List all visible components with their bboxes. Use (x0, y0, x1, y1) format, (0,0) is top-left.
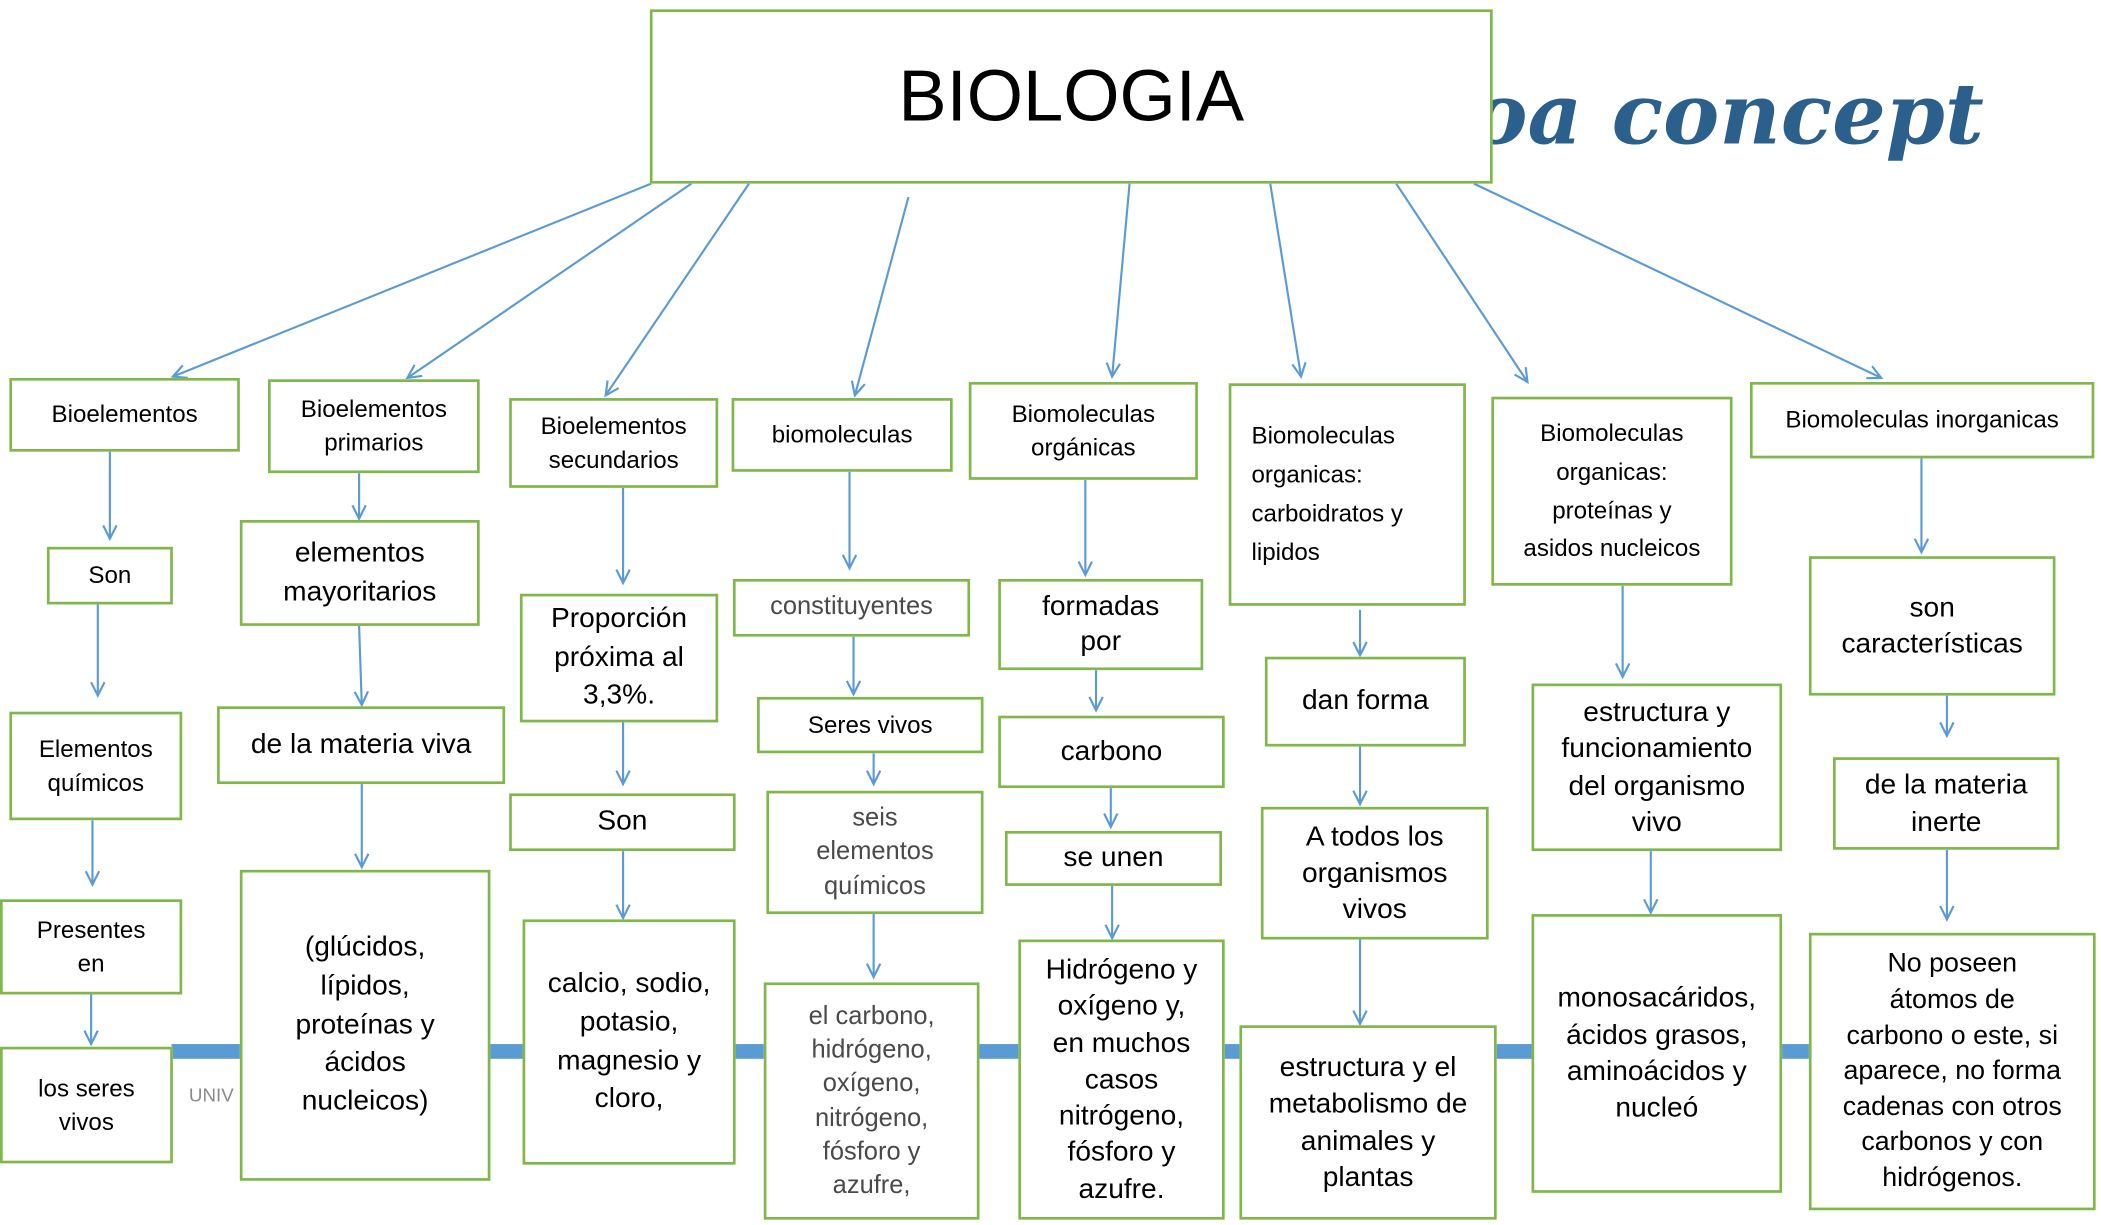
col5-step1: formadas por (998, 578, 1204, 671)
background-title-fragment: oa concept (1471, 64, 1984, 164)
col6-step2: A todos los organismos vivos (1260, 806, 1489, 940)
col1-header: Bioelementos (9, 377, 240, 452)
title-text: BIOLOGIA (898, 55, 1245, 137)
col2-step2: de la materia viva (217, 706, 506, 785)
col1-step2: Elementos químicos (9, 711, 183, 821)
connector-arrow-5 (1105, 183, 1131, 380)
col8-step1: son características (1808, 556, 2056, 696)
col2-step3: (glúcidos, lípidos, proteínas y ácidos n… (239, 869, 491, 1181)
col8-step3: No poseen átomos de carbono o este, si a… (1808, 932, 2096, 1211)
col2-step1: elementos mayoritarios (239, 520, 480, 626)
col2-header: Bioelementos primarios (267, 379, 480, 474)
col4-step1: constituyentes (732, 578, 971, 637)
col3-step2: Son (509, 793, 736, 852)
col3-step3: calcio, sodio, potasio, magnesio y cloro… (522, 919, 736, 1165)
col5-step3: se unen (1004, 830, 1223, 886)
connector-arrow-2 (405, 182, 693, 380)
col8-step2: de la materia inerte (1833, 757, 2060, 850)
connector-arrow-7 (1395, 183, 1529, 384)
connector-arrow-1 (170, 182, 652, 379)
col5-step2: carbono (998, 715, 1225, 789)
connector-arrow-14 (353, 625, 369, 708)
col5-header: Biomoleculas orgánicas (968, 381, 1198, 480)
col4-step3: seis elementos químicos (766, 790, 984, 915)
col1-step4: los seres vivos (0, 1046, 173, 1164)
connector-arrow-4 (850, 196, 910, 398)
col7-header: Biomoleculas organicas: proteínas y asid… (1491, 396, 1733, 586)
col7-step1: estructura y funcionamiento del organism… (1531, 683, 1783, 852)
col8-header: Biomoleculas inorganicas (1749, 381, 2095, 459)
col6-header: Biomoleculas organicas: carboidratos y l… (1228, 383, 1466, 606)
col6-step1: dan forma (1264, 656, 1466, 747)
connector-arrow-3 (604, 183, 750, 398)
col7-step2: monosacáridos, ácidos grasos, aminoácido… (1531, 914, 1783, 1193)
col1-step3: Presentes en (0, 899, 183, 995)
col4-step2: Seres vivos (757, 696, 984, 754)
title-box: BIOLOGIA (649, 9, 1493, 184)
col5-step4: Hidrógeno y oxígeno y, en muchos casos n… (1018, 939, 1225, 1220)
col3-step1: Proporción próxima al 3,3%. (519, 593, 719, 723)
col4-step4: el carbono, hidrógeno, oxígeno, nitrógen… (763, 982, 980, 1220)
connector-arrow-6 (1269, 183, 1307, 379)
col6-step3: estructura y el metabolismo de animales … (1239, 1025, 1497, 1220)
col3-header: Bioelementos secundarios (509, 398, 719, 488)
background-footer-fragment: UNIV (188, 1084, 234, 1106)
col1-step1: Son (46, 546, 173, 605)
col4-header: biomoleculas (731, 398, 953, 472)
connector-arrow-8 (1473, 182, 1884, 380)
